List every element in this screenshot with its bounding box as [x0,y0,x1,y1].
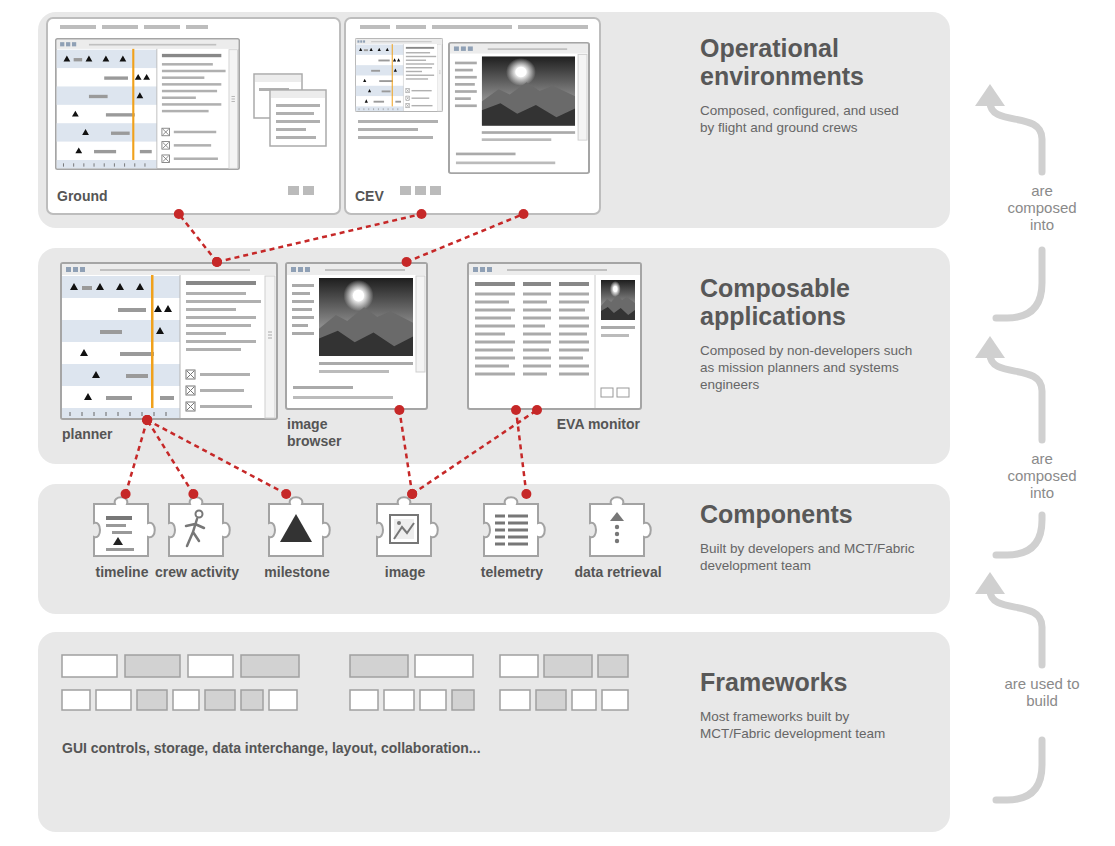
connector-line [147,420,193,494]
layer-description: Composed, configured, and used by flight… [700,102,915,136]
layer-description: Composed by non-developers such as missi… [700,342,915,393]
connector [407,405,542,499]
connector-dot [212,257,222,267]
component-label: telemetry [466,564,558,581]
connector-dot [407,489,417,499]
layer-heading: Components [700,500,940,528]
flow-label: are composed into [1004,182,1080,233]
window-label: planner [62,426,142,443]
text-holder: image browser [287,416,349,450]
connector-dot [188,489,198,499]
layer-description: Most frameworks built by MCT/Fabric deve… [700,708,915,742]
connector-dot [519,209,529,219]
connector-dot [281,489,291,499]
component-piece: milestone [261,494,333,558]
text-holder: CEV [355,188,555,205]
text-holder: are used to build [1004,675,1080,709]
layer-band: FrameworksMost frameworks built by MCT/F… [38,632,950,832]
component-piece: crew activity [161,494,233,558]
connector-line [179,214,217,262]
connector [121,415,153,499]
connector-line [407,214,524,262]
connector-line [412,410,537,494]
window-label: Ground [57,188,257,205]
text-holder: EVA monitor [520,416,640,433]
connector [511,405,531,499]
connector-dot [174,209,184,219]
component-piece: telemetry [476,494,548,558]
window-label: CEV [355,188,555,205]
layer-heading: Frameworks [700,668,940,696]
connector-dot [532,405,542,415]
connector-dot [394,405,404,415]
text-holder: milestone [251,564,343,581]
connector [174,209,222,267]
component-label: image [359,564,451,581]
text-holder: timeline [76,564,168,581]
application-window: image browser [285,262,428,410]
text-holder: Ground [57,188,257,205]
text-holder: FrameworksMost frameworks built by MCT/F… [700,668,940,742]
layer-band: ComponentsBuilt by developers and MCT/Fa… [38,484,950,614]
environment-window: Ground [47,18,340,214]
component-piece: timeline [86,494,158,558]
connector-dot [142,415,152,425]
text-holder: Operational environmentsComposed, config… [700,34,940,136]
connector-line [217,214,422,262]
application-window: planner [60,262,278,420]
connector-dot [212,257,222,267]
connector-dot [407,489,417,499]
connector-dot [417,209,427,219]
connector-dot [142,415,152,425]
text-holder: planner [62,426,142,443]
connector-dot [142,415,152,425]
component-label: data retrieval [572,564,664,581]
component-piece: image [369,494,441,558]
connector-dot [511,405,521,415]
text-holder: Composable applicationsComposed by non-d… [700,274,940,393]
connector [142,415,291,499]
window-label: EVA monitor [520,416,640,433]
flow-label: are composed into [1004,450,1080,501]
component-label: milestone [251,564,343,581]
connector-dot [402,257,412,267]
connector [212,209,427,267]
text-holder: ComponentsBuilt by developers and MCT/Fa… [700,500,940,574]
text-holder: are composed into [1004,450,1080,501]
connector [402,209,529,267]
component-label: timeline [76,564,168,581]
environment-window: CEV [345,18,600,214]
connector-line [147,420,286,494]
text-holder: telemetry [466,564,558,581]
connector [142,415,198,499]
text-holder: are composed into [1004,182,1080,233]
connector [394,405,417,499]
layer-band: Operational environmentsComposed, config… [38,12,950,228]
layer-description: Built by developers and MCT/Fabric devel… [700,540,915,574]
component-piece: data retrieval [582,494,654,558]
application-window: EVA monitor [467,262,642,410]
text-holder: data retrieval [572,564,664,581]
component-label: crew activity [151,564,243,581]
window-label: image browser [287,416,349,450]
connector-line [399,410,412,494]
connector-line [126,420,148,494]
text-holder: image [359,564,451,581]
layer-heading: Operational environments [700,34,940,90]
connector-dot [121,489,131,499]
layer-band: Composable applicationsComposed by non-d… [38,248,950,464]
text-holder: crew activity [151,564,243,581]
layer-heading: Composable applications [700,274,940,330]
flow-label: are used to build [1004,675,1080,709]
layer-footnote: GUI controls, storage, data interchange,… [62,740,762,757]
text-holder: GUI controls, storage, data interchange,… [62,740,762,757]
connector-dot [521,489,531,499]
connector-line [516,410,526,494]
